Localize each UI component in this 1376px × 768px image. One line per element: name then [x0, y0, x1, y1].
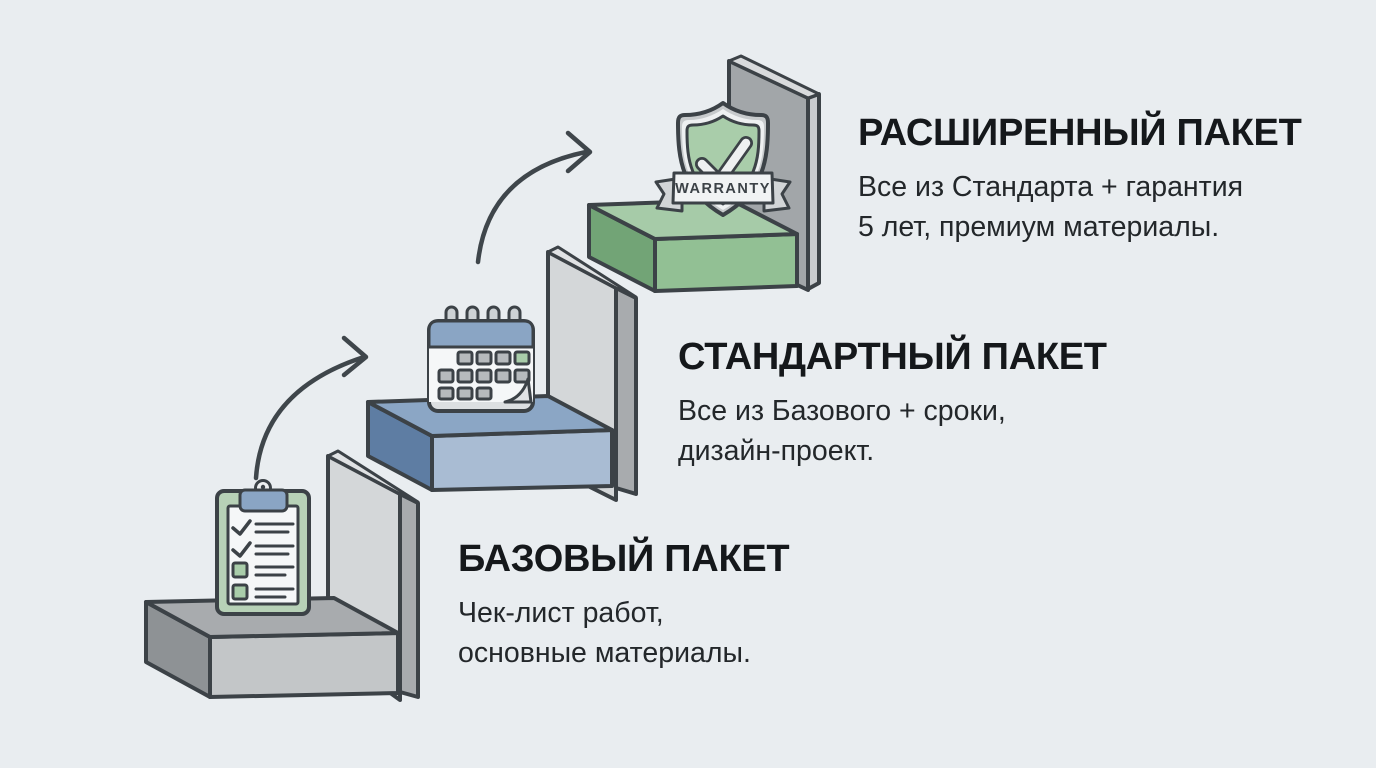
calendar-header [427, 319, 535, 349]
package-title-extended: РАСШИРЕННЫЙ ПАКЕТ [858, 112, 1302, 154]
package-desc-line: Чек-лист работ, [458, 597, 664, 629]
package-desc-extended: Все из Стандарта + гарантия 5 лет, преми… [858, 167, 1302, 247]
riser-2-top [546, 245, 638, 299]
package-title-basic: БАЗОВЫЙ ПАКЕТ [458, 538, 790, 580]
calendar-day [437, 386, 455, 401]
calendar-day [475, 350, 493, 366]
calendar-page-curl [503, 377, 533, 404]
package-desc-line: Все из Стандарта + гарантия [858, 171, 1244, 203]
step-standard-front [430, 428, 614, 492]
package-desc-standard: Все из Базового + сроки, дизайн-проект. [678, 391, 1107, 471]
calendar-day [456, 368, 474, 384]
package-title-standard: СТАНДАРТНЫЙ ПАКЕТ [678, 336, 1107, 378]
calendar-day [456, 350, 474, 366]
riser-2-side [614, 286, 638, 496]
package-desc-line: дизайн-проект. [678, 435, 875, 467]
calendar-day [437, 368, 455, 384]
arrowhead-icon [565, 130, 593, 174]
back-wall-top [727, 54, 821, 100]
curved-arrow-icon [253, 354, 367, 481]
clipboard-checklist-icon [215, 479, 311, 616]
warranty-shield-icon: WARRANTY [654, 101, 792, 217]
check-icon [231, 519, 252, 536]
check-icon [231, 541, 252, 558]
package-label-basic: БАЗОВЫЙ ПАКЕТ Чек-лист работ, основные м… [458, 538, 790, 673]
ribbon-band [671, 171, 775, 205]
arrowhead-icon [341, 335, 369, 378]
calendar-icon [427, 305, 535, 413]
riser-1-top [326, 449, 420, 504]
calendar-day [494, 368, 512, 384]
package-label-standard: СТАНДАРТНЫЙ ПАКЕТ Все из Базового + срок… [678, 338, 1107, 471]
clipboard-clip-hole [260, 484, 266, 490]
curved-arrow-icon [475, 149, 589, 265]
step-extended-front [653, 232, 799, 293]
package-desc-basic: Чек-лист работ, основные материалы. [458, 593, 789, 673]
back-wall-side [806, 92, 821, 291]
calendar-day [475, 368, 493, 384]
warranty-badge-label: WARRANTY [675, 181, 771, 197]
calendar-day [456, 386, 474, 401]
arrow-standard-to-extended [475, 130, 593, 265]
calendar-day [494, 350, 512, 366]
riser-1-side [398, 492, 420, 699]
calendar-day [513, 368, 531, 384]
calendar-day-highlight [513, 350, 531, 366]
checkbox-icon [231, 583, 249, 601]
calendar-day [475, 386, 493, 401]
checkbox-icon [231, 561, 249, 579]
package-label-extended: РАСШИРЕННЫЙ ПАКЕТ Все из Стандарта + гар… [858, 114, 1302, 247]
package-desc-line: основные материалы. [458, 637, 751, 669]
package-desc-line: Все из Базового + сроки, [678, 395, 1006, 427]
step-basic-front [208, 631, 400, 699]
package-desc-line: 5 лет, премиум материалы. [858, 211, 1220, 243]
staircase [144, 54, 821, 702]
arrow-basic-to-standard [253, 335, 369, 481]
clipboard-clip [238, 488, 289, 513]
step-extended [587, 198, 799, 293]
